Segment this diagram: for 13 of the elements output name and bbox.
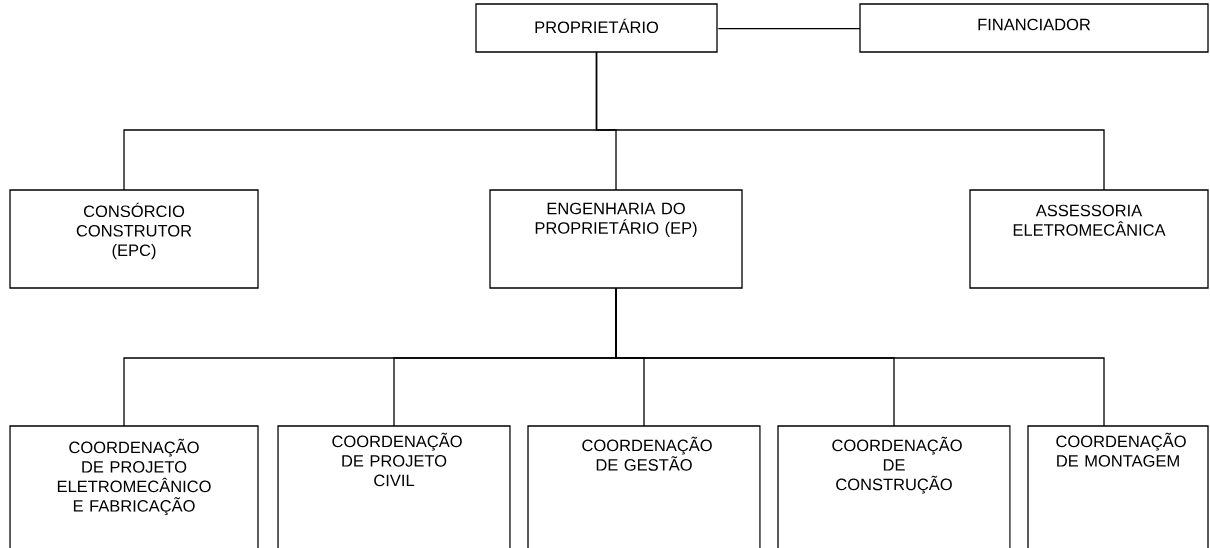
org-box: COORDENAÇÃO DE GESTÃO [527, 425, 761, 548]
org-box: FINANCIADOR [859, 3, 1209, 53]
org-box: PROPRIETÁRIO [475, 3, 718, 53]
org-box: COORDENAÇÃO DE PROJETO ELETROMECÂNICO E FABRICAÇÃO [9, 425, 259, 548]
org-box: COORDENAÇÃO DE PROJETO CIVIL [277, 425, 511, 548]
connector-line [615, 287, 1105, 427]
connector-line [717, 28, 861, 30]
org-box: ASSESSORIA ELETROMECÂNICA [969, 189, 1209, 289]
org-box: COORDENAÇÃO DE CONSTRUÇÃO [777, 425, 1011, 548]
connector-line [595, 51, 1105, 191]
org-box: ENGENHARIA DO PROPRIETÁRIO (EP) [489, 189, 743, 289]
org-box: CONSÓRCIO CONSTRUTOR (EPC) [9, 189, 259, 289]
org-box: COORDENAÇÃO DE MONTAGEM [1027, 425, 1209, 548]
